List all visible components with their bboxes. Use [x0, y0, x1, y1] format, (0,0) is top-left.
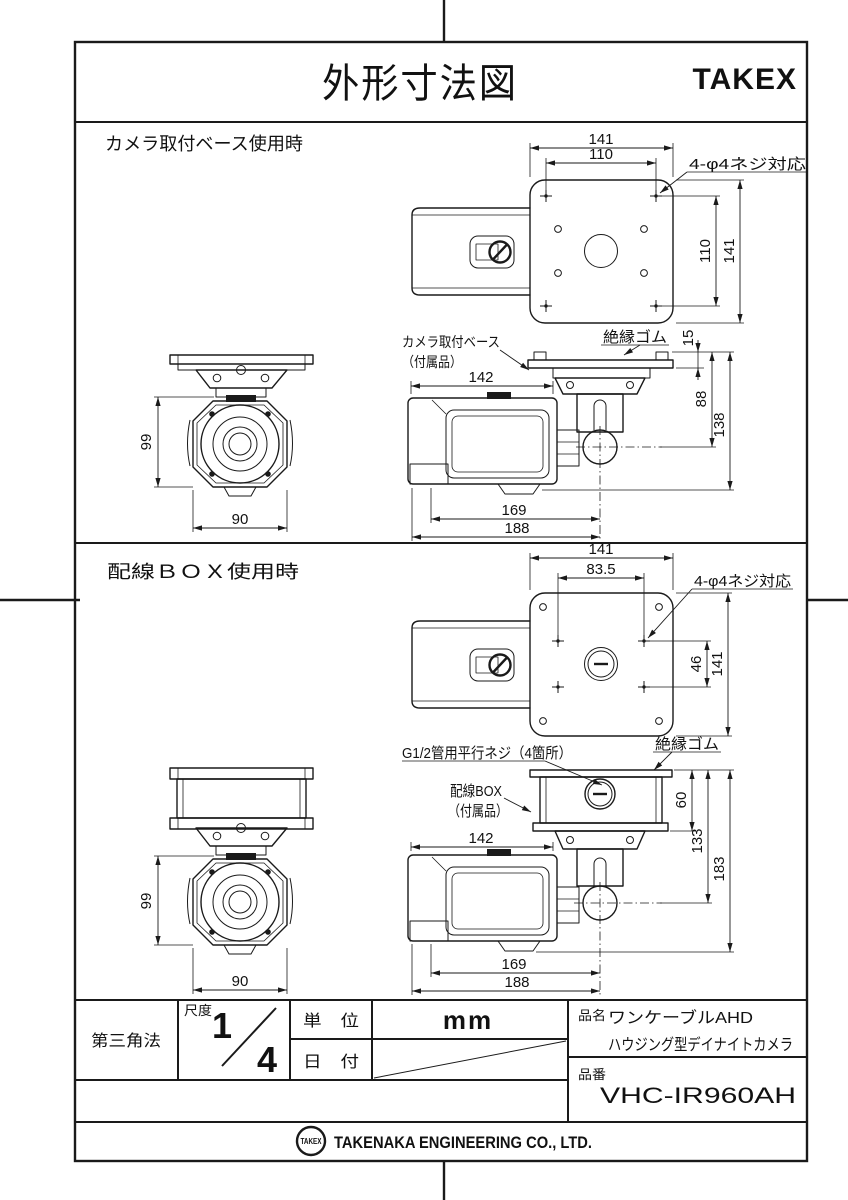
dim-90: 90	[232, 973, 249, 990]
thread-label: G1/2管用平行ネジ（4箇所）	[402, 745, 572, 762]
dim-188: 188	[504, 974, 529, 991]
screw-note: 4-φ4ネジ対応	[694, 573, 791, 590]
section1-side-dims: 15 88 138 142 169 188	[410, 330, 734, 541]
product-name-line1: ワンケーブルAHD	[608, 1008, 753, 1027]
section1-side-view: カメラ取付ベース （付属品） 絶縁ゴム 15 88 138	[402, 328, 734, 541]
section2-top-view: 141 83.5 46 141 4-φ4ネジ対応	[411, 541, 793, 737]
footer-company-name: TAKENAKA ENGINEERING CO., LTD.	[334, 1133, 592, 1152]
section1-front-view: 99 90	[138, 354, 314, 532]
dim-142: 142	[468, 369, 493, 386]
dim-60: 60	[673, 792, 690, 809]
dim-141-top: 141	[588, 131, 613, 148]
brand-logo-text: TAKEX	[693, 63, 797, 96]
box-label: 配線BOX	[450, 783, 502, 800]
dim-88: 88	[693, 391, 710, 408]
section2-side-dims: 60 133 183 142 169 188	[410, 769, 734, 995]
section1-label: カメラ取付ベース使用時	[105, 134, 303, 154]
date-label: 日 付	[303, 1053, 359, 1071]
part-number-label: 品番	[578, 1067, 606, 1082]
dim-83-5: 83.5	[586, 561, 615, 578]
dim-110-right: 110	[697, 239, 714, 263]
dim-169: 169	[501, 956, 526, 973]
header: 外形寸法図 TAKEX	[322, 62, 797, 106]
section1-side-labels: カメラ取付ベース （付属品） 絶縁ゴム	[402, 328, 669, 371]
part-number-value: VHC-IR960AH	[600, 1083, 796, 1108]
dim-90: 90	[232, 511, 249, 528]
dim-110-top: 110	[589, 146, 613, 163]
dim-99: 99	[138, 893, 155, 910]
dim-141-top: 141	[588, 541, 613, 558]
dim-141-right: 141	[709, 651, 726, 676]
section1-top-dims: 141 110 110 141 4-φ4ネジ対応	[529, 131, 806, 324]
dim-183: 183	[711, 856, 728, 881]
section2-label: 配線ＢＯＸ使用時	[107, 562, 299, 582]
scale-denominator: 4	[257, 1039, 277, 1080]
dim-99: 99	[138, 434, 155, 451]
section1: カメラ取付ベース使用時	[105, 131, 806, 541]
product-name-line2: ハウジング型デイナイトカメラ	[608, 1035, 793, 1054]
unit-value: mm	[443, 1005, 493, 1035]
screw-note: 4-φ4ネジ対応	[689, 156, 806, 173]
section2-front-dims: 99 90	[138, 855, 288, 994]
scale-label: 尺度	[184, 1003, 212, 1018]
base-sub-label: （付属品）	[402, 354, 462, 370]
section2-side-labels: G1/2管用平行ネジ（4箇所） 配線BOX （付属品） 絶縁ゴム	[402, 735, 721, 820]
dim-46: 46	[688, 656, 705, 673]
section2-front-view: 99 90	[138, 767, 314, 994]
footer-logo-circle	[295, 1125, 327, 1157]
base-label: カメラ取付ベース	[402, 334, 500, 350]
title-block: 第三角法 尺度 1 4 単 位 mm 日 付 品名 ワンケーブルAHD ハウジン…	[75, 999, 807, 1123]
footer: TAKEX TAKENAKA ENGINEERING CO., LTD.	[295, 1125, 592, 1157]
rubber-label: 絶縁ゴム	[655, 735, 719, 753]
section2-side-view: G1/2管用平行ネジ（4箇所） 配線BOX （付属品） 絶縁ゴム 60 133	[402, 735, 734, 995]
section1-top-view: 141 110 110 141 4-φ4ネジ対応	[411, 131, 806, 324]
screw-hole-marks	[540, 190, 662, 312]
unit-label: 単 位	[303, 1012, 359, 1030]
rubber-label: 絶縁ゴム	[603, 328, 667, 346]
section1-front-dims: 99 90	[138, 396, 288, 532]
dim-141-right: 141	[721, 238, 738, 263]
page-title: 外形寸法図	[322, 62, 518, 106]
section2-top-dims: 141 83.5 46 141 4-φ4ネジ対応	[529, 541, 793, 737]
box-sub-label: （付属品）	[448, 803, 508, 820]
section2: 配線ＢＯＸ使用時	[107, 541, 793, 995]
dim-169: 169	[501, 502, 526, 519]
dim-142: 142	[468, 830, 493, 847]
screw-hole-marks	[539, 603, 663, 725]
footer-logo-text: TAKEX	[301, 1137, 323, 1146]
product-name-label: 品名	[578, 1008, 606, 1023]
scale-numerator: 1	[212, 1005, 232, 1046]
dim-15: 15	[680, 330, 697, 347]
projection-method: 第三角法	[91, 1032, 161, 1050]
dim-133: 133	[689, 828, 706, 853]
dim-188: 188	[504, 520, 529, 537]
dim-138: 138	[711, 412, 728, 437]
